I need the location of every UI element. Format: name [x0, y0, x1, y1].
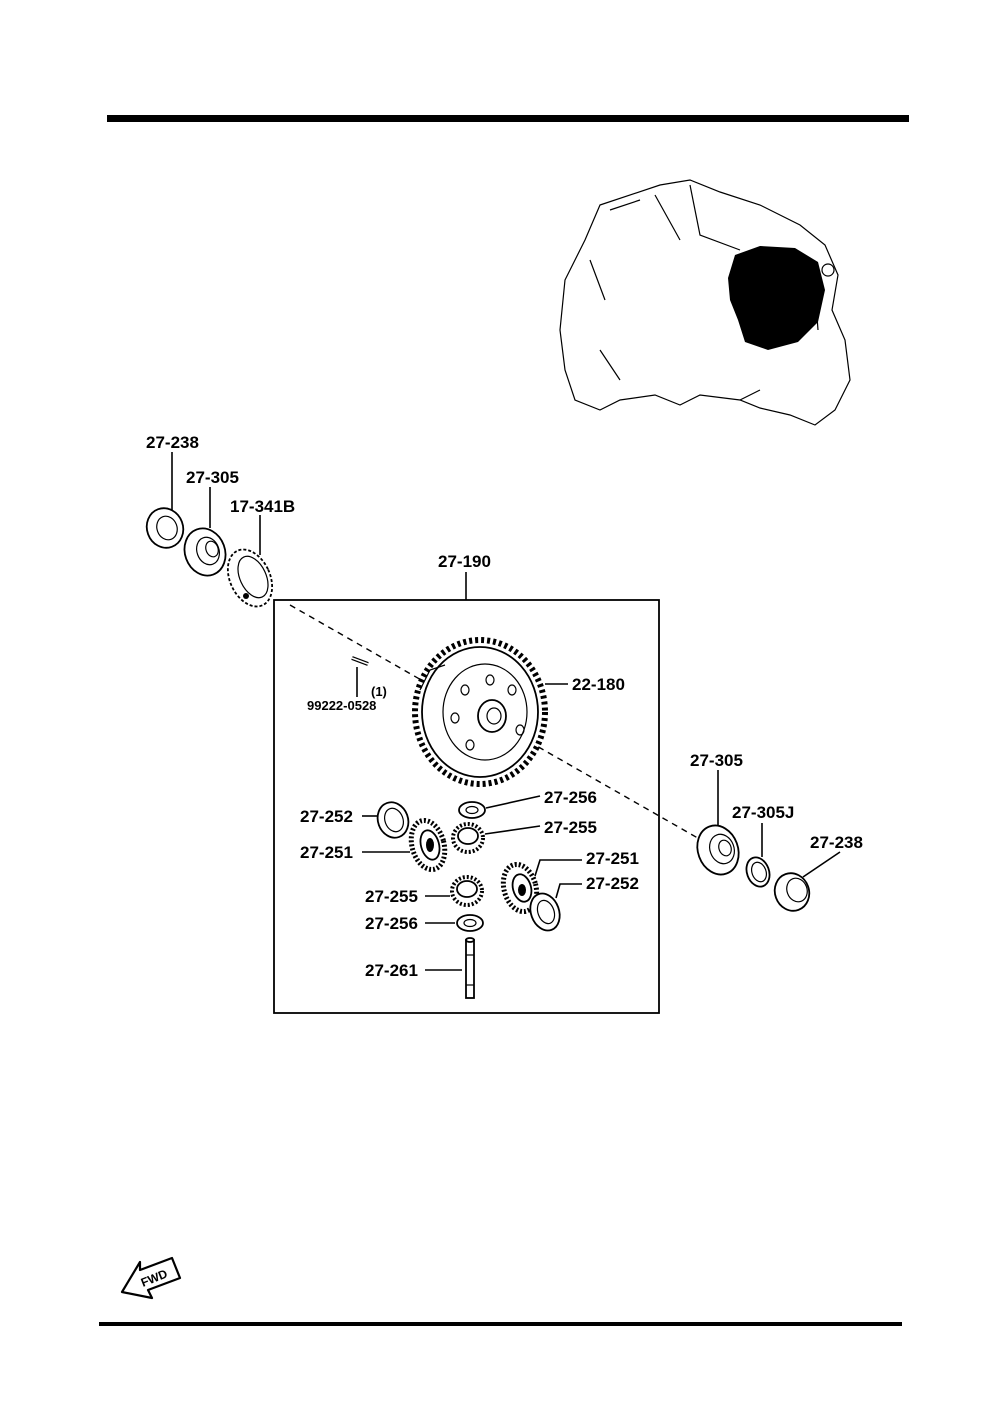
case-bolt-hole	[821, 263, 835, 277]
label-27-238-left: 27-238	[146, 433, 199, 452]
assembly-axis-line	[289, 604, 711, 846]
differential-housing-highlight	[728, 246, 825, 350]
label-27-305-left: 27-305	[186, 468, 239, 487]
label-27-305-right: 27-305	[690, 751, 743, 770]
leader-27-251-right	[534, 859, 582, 877]
pinion-gear-bottom	[450, 875, 484, 907]
label-27-252-right: 27-252	[586, 874, 639, 893]
oil-seal-left	[145, 507, 185, 549]
leader-27-255-top	[484, 825, 541, 835]
side-gear-right	[500, 861, 540, 915]
label-27-252-left: 27-252	[300, 807, 353, 826]
fwd-arrow-icon: FWD	[120, 1256, 182, 1300]
transmission-case-outline	[559, 179, 851, 426]
speedometer-gear	[226, 548, 274, 608]
label-27-261: 27-261	[365, 961, 418, 980]
label-99222-0528-qty: (1)	[371, 684, 387, 699]
oil-seal-right	[773, 872, 811, 912]
label-17-341b: 17-341B	[230, 497, 295, 516]
leader-27-238-right	[802, 851, 841, 878]
pinion-washer-top	[458, 801, 486, 819]
bearing-right	[696, 824, 740, 876]
label-27-190: 27-190	[438, 552, 491, 571]
label-27-256-top: 27-256	[544, 788, 597, 807]
pinion-shaft	[465, 937, 475, 999]
label-99222-0528: 99222-0528	[307, 698, 376, 713]
label-27-256-bottom: 27-256	[365, 914, 418, 933]
leader-27-252-right	[555, 883, 582, 899]
top-rule	[107, 115, 909, 122]
bearing-left	[183, 527, 227, 577]
side-gear-washer-left	[376, 801, 410, 839]
ring-gear	[412, 637, 548, 787]
label-27-305j: 27-305J	[732, 803, 794, 822]
label-27-238-right: 27-238	[810, 833, 863, 852]
adjustment-shim	[745, 856, 771, 888]
label-27-255-top: 27-255	[544, 818, 597, 837]
label-27-251-left: 27-251	[300, 843, 353, 862]
bottom-rule	[99, 1322, 902, 1326]
label-22-180: 22-180	[572, 675, 625, 694]
pinion-gear-top	[451, 822, 485, 854]
label-27-255-bottom: 27-255	[365, 887, 418, 906]
side-gear-left	[408, 817, 448, 873]
pinion-washer-bottom	[456, 914, 484, 932]
spring-pin	[351, 656, 369, 666]
leader-27-256-top	[485, 795, 541, 809]
label-27-251-right: 27-251	[586, 849, 639, 868]
